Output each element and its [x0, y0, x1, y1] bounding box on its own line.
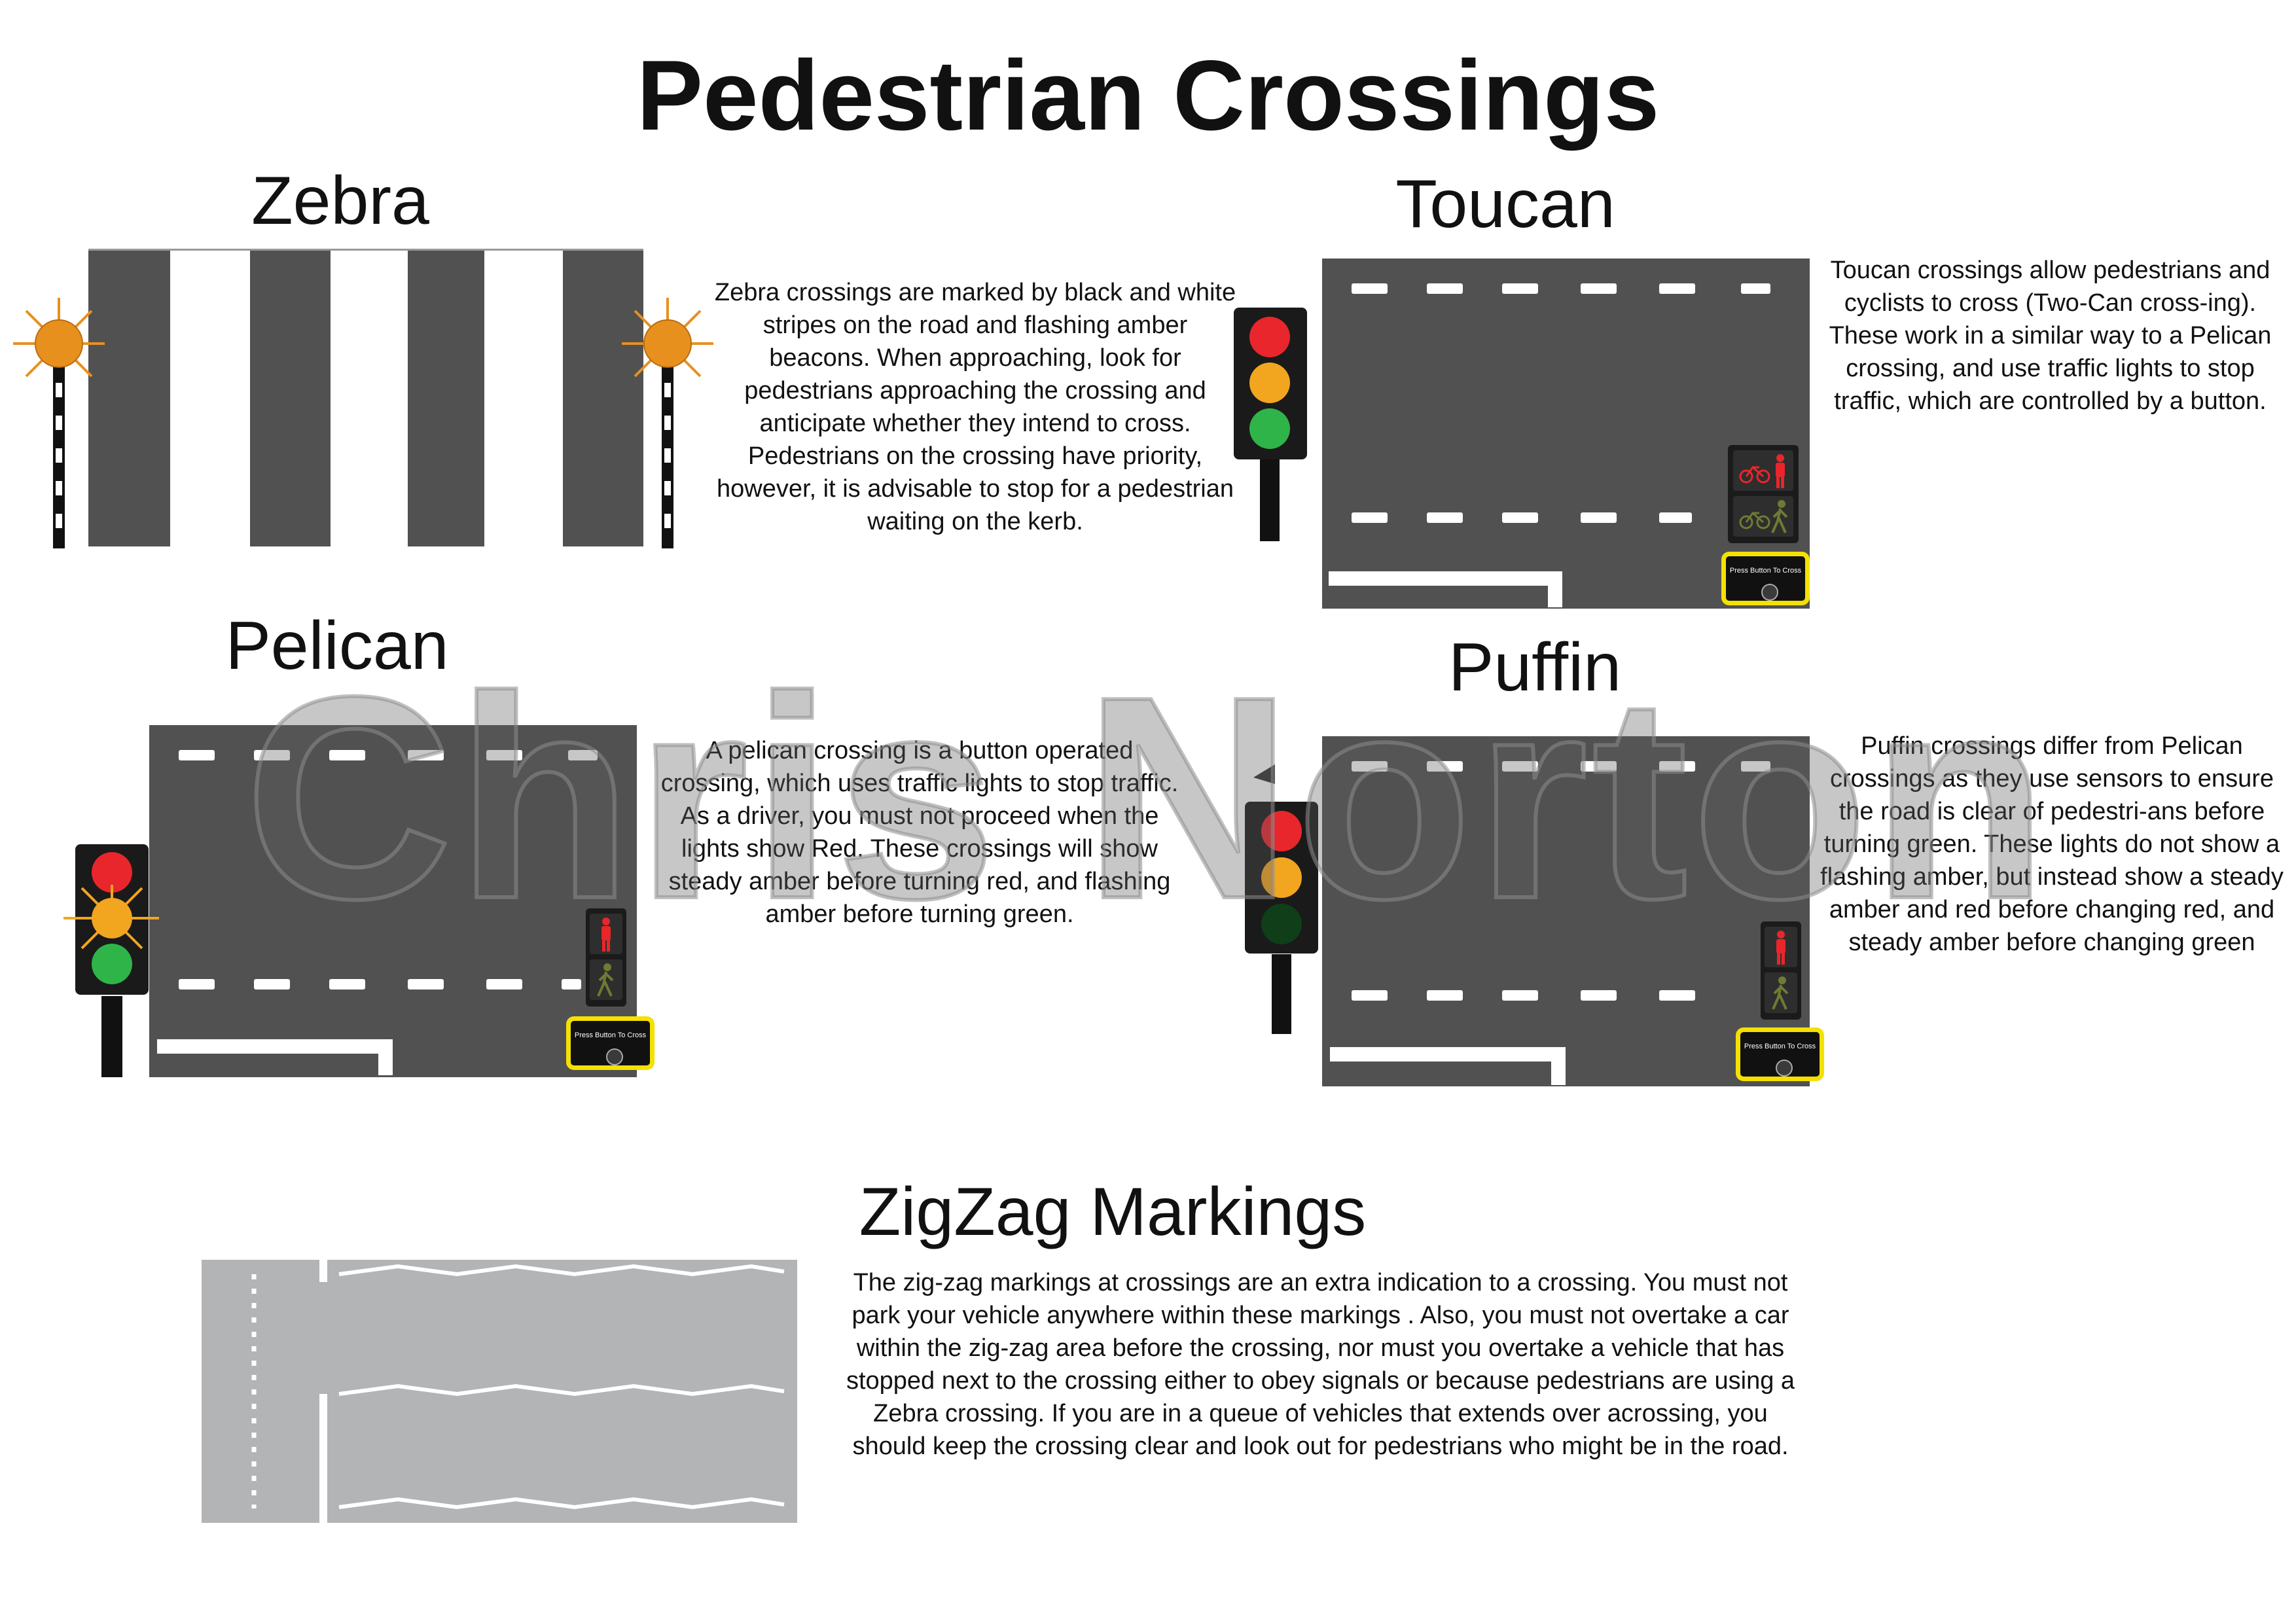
puffin-pedestrian-signal: [1761, 921, 1801, 1020]
unlit-green-lamp-icon: [1261, 904, 1302, 944]
toucan-signal: [1728, 445, 1799, 543]
pelican-traffic-light: [63, 844, 159, 1077]
pelican-pedestrian-signal: [586, 908, 626, 1007]
red-man-icon: [601, 918, 611, 952]
amber-lamp-icon: [1261, 857, 1302, 898]
pelican-description: A pelican crossing is a button operated …: [660, 737, 1179, 928]
toucan-heading: Toucan: [1395, 166, 1615, 242]
belisha-beacon-right-icon: [622, 298, 713, 548]
toucan-road: [1322, 259, 1810, 609]
red-lamp-icon: [92, 852, 132, 893]
red-cyclist-pedestrian-icon: [1739, 454, 1785, 488]
amber-lamp-icon: [92, 898, 132, 938]
zigzag-heading: ZigZag Markings: [859, 1174, 1367, 1250]
button-icon: [606, 1048, 623, 1065]
belisha-beacon-left-icon: [13, 298, 105, 548]
puffin-press-button[interactable]: Press Button To Cross: [1736, 1027, 1824, 1081]
pelican-heading: Pelican: [225, 608, 449, 684]
button-icon: [1776, 1060, 1793, 1077]
red-lamp-icon: [1249, 317, 1290, 357]
puffin-road: [1322, 736, 1810, 1086]
zebra-description: Zebra crossings are marked by black and …: [714, 279, 1236, 535]
green-cyclist-pedestrian-icon: [1739, 500, 1788, 533]
toucan-traffic-light: [1234, 308, 1307, 459]
toucan-press-button[interactable]: Press Button To Cross: [1721, 552, 1810, 605]
zebra-heading: Zebra: [251, 163, 429, 239]
page-title: Pedestrian Crossings: [636, 40, 1660, 151]
toucan-description: Toucan crossings allow pedestrians and c…: [1829, 257, 2272, 415]
zigzag-description: The zig-zag markings at crossings are an…: [846, 1269, 1795, 1460]
red-man-icon: [1776, 931, 1785, 965]
puffin-description: Puffin crossings differ from Pelican cro…: [1820, 732, 2284, 956]
button-icon: [1761, 584, 1778, 601]
pelican-press-button[interactable]: Press Button To Cross: [566, 1016, 655, 1070]
amber-lamp-icon: [1249, 363, 1290, 403]
zebra-stripes: [88, 251, 643, 546]
puffin-heading: Puffin: [1448, 630, 1622, 705]
red-lamp-icon: [1261, 811, 1302, 851]
pelican-road: [149, 725, 637, 1077]
sensor-icon: [1253, 764, 1275, 784]
green-lamp-icon: [1249, 408, 1290, 449]
zigzag-lines: [338, 1264, 785, 1510]
puffin-traffic-light: [1245, 764, 1318, 1034]
green-man-icon: [597, 963, 614, 997]
zigzag-road-illustration: [202, 1260, 797, 1523]
green-lamp-icon: [92, 944, 132, 984]
toucan-traffic-light-pole: [1260, 459, 1280, 541]
green-man-icon: [1772, 976, 1789, 1010]
zebra-crossing-illustration: [88, 249, 643, 546]
